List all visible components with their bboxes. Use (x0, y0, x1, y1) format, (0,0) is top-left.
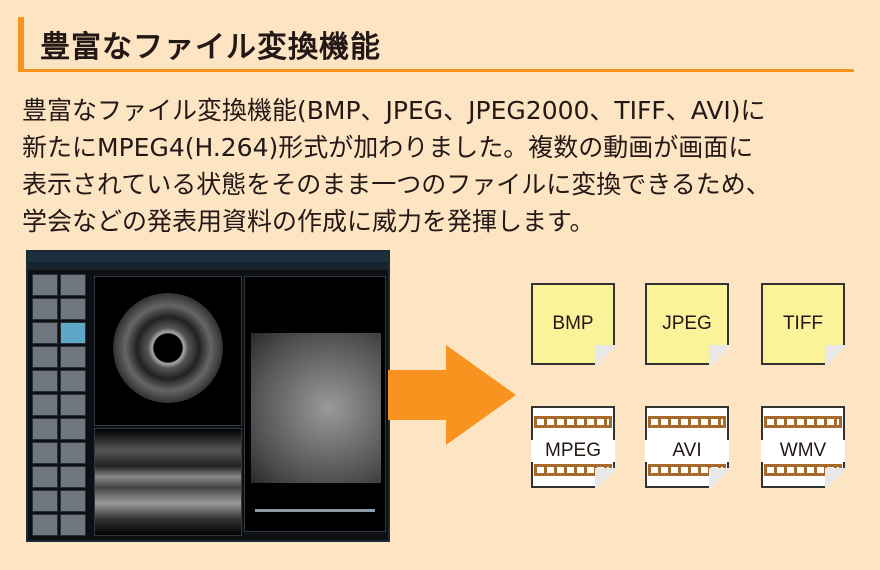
thumbnail (32, 418, 58, 440)
file-format-label: JPEG (662, 313, 712, 334)
angiography-image (251, 333, 381, 483)
film-strip (534, 416, 612, 428)
thumbnail (32, 322, 58, 344)
angiography-view (244, 276, 386, 532)
file-format-label: MPEG (531, 440, 615, 462)
film-strip (764, 464, 842, 476)
header-accent-bar (18, 17, 24, 69)
bmp-file-icon: BMP (531, 283, 617, 367)
ivus-cross-section-view (94, 276, 242, 426)
thumbnail (60, 394, 86, 416)
thumbnail (32, 346, 58, 368)
wmv-file-icon: WMV (761, 406, 847, 490)
screenshot-titlebar (28, 252, 388, 262)
description-line: 学会などの発表用資料の作成に威力を発揮します。 (22, 207, 595, 236)
thumbnail (32, 490, 58, 512)
thumbnail (32, 274, 58, 296)
mpeg-file-icon: MPEG (531, 406, 617, 490)
ivus-image (113, 293, 223, 403)
file-fold (825, 468, 847, 490)
thumbnail-strip (32, 274, 90, 540)
thumbnail (60, 466, 86, 488)
thumbnail (60, 274, 86, 296)
file-format-label: AVI (645, 440, 729, 462)
avi-file-icon: AVI (645, 406, 731, 490)
file-fold (595, 468, 617, 490)
section-header: 豊富なファイル変換機能 (18, 17, 854, 72)
film-strip (764, 416, 842, 428)
film-strip (648, 416, 726, 428)
description-line: 新たにMPEG4(H.264)形式が加わりました。複数の動画が画面に (22, 133, 754, 162)
file-format-label: WMV (761, 440, 845, 462)
thumbnail-selected (60, 322, 86, 344)
thumbnail (60, 418, 86, 440)
file-fold (709, 345, 731, 367)
software-screenshot (26, 250, 390, 542)
file-format-label: TIFF (782, 313, 824, 334)
file-fold (825, 345, 847, 367)
screenshot-toolbar (28, 262, 388, 270)
longitudinal-view (94, 428, 242, 536)
playback-slider[interactable] (255, 509, 375, 512)
arrow-head (446, 345, 516, 445)
thumbnail (60, 346, 86, 368)
description: 豊富なファイル変換機能(BMP、JPEG、JPEG2000、TIFF、AVI)に… (22, 92, 862, 240)
description-line: 豊富なファイル変換機能(BMP、JPEG、JPEG2000、TIFF、AVI)に (22, 96, 766, 125)
section-title: 豊富なファイル変換機能 (40, 30, 381, 65)
thumbnail (60, 514, 86, 536)
thumbnail (32, 298, 58, 320)
tiff-file-icon: TIFF (761, 283, 847, 367)
thumbnail (32, 442, 58, 464)
thumbnail (32, 466, 58, 488)
thumbnail (32, 370, 58, 392)
thumbnail (32, 514, 58, 536)
thumbnail (60, 370, 86, 392)
thumbnail (60, 298, 86, 320)
arrow-stem (388, 370, 446, 420)
file-format-label: BMP (552, 313, 594, 334)
thumbnail (60, 490, 86, 512)
thumbnail (60, 442, 86, 464)
thumbnail (32, 394, 58, 416)
film-strip (648, 464, 726, 476)
file-fold (709, 468, 731, 490)
film-strip (534, 464, 612, 476)
jpeg-file-icon: JPEG (645, 283, 731, 367)
description-line: 表示されている状態をそのまま一つのファイルに変換できるため、 (22, 170, 771, 199)
file-fold (595, 345, 617, 367)
